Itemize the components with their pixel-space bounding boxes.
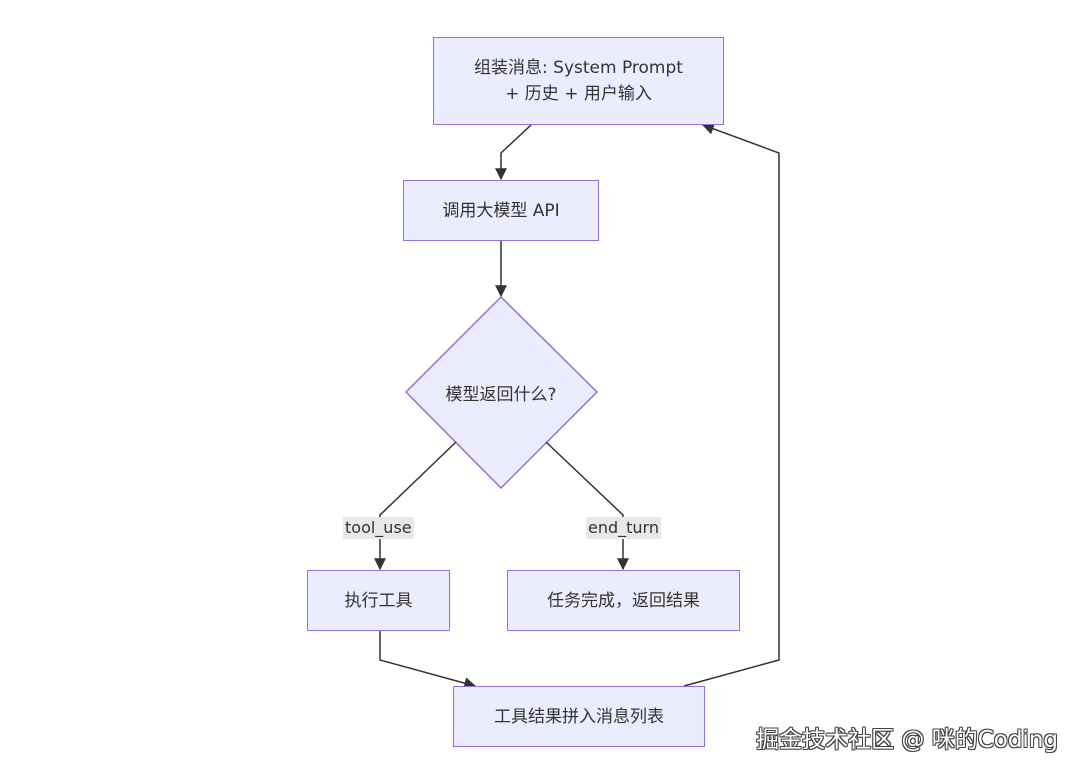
- edge-label-tool-use: tool_use: [343, 517, 414, 539]
- edge-decision-to-exec-tool: [374, 441, 457, 571]
- node-assemble-messages[interactable]: 组装消息: System Prompt + 历史 + 用户输入: [433, 37, 724, 125]
- edge-label-end-turn: end_turn: [586, 517, 661, 539]
- edge-exec-tool-to-append: [379, 631, 477, 689]
- node-call-api-label: 调用大模型 API: [442, 200, 560, 221]
- node-execute-tool-label: 执行工具: [344, 590, 413, 611]
- edge-decision-to-done: [545, 441, 629, 571]
- watermark: 掘金技术社区 @ 咪的Coding: [756, 727, 1058, 753]
- decision-diamond[interactable]: [404, 295, 599, 490]
- edge-append-to-assemble: [683, 123, 780, 687]
- node-execute-tool[interactable]: 执行工具: [307, 570, 450, 631]
- edge-assemble-to-call-api: [495, 124, 532, 181]
- node-task-complete-label: 任务完成，返回结果: [547, 590, 700, 611]
- node-assemble-messages-label: 组装消息: System Prompt + 历史 + 用户输入: [474, 58, 683, 104]
- node-call-api[interactable]: 调用大模型 API: [403, 180, 599, 241]
- node-decision-label: 模型返回什么?: [445, 384, 557, 405]
- node-task-complete[interactable]: 任务完成，返回结果: [507, 570, 740, 631]
- node-append-tool-results[interactable]: 工具结果拼入消息列表: [453, 686, 705, 747]
- node-append-tool-results-label: 工具结果拼入消息列表: [494, 706, 664, 727]
